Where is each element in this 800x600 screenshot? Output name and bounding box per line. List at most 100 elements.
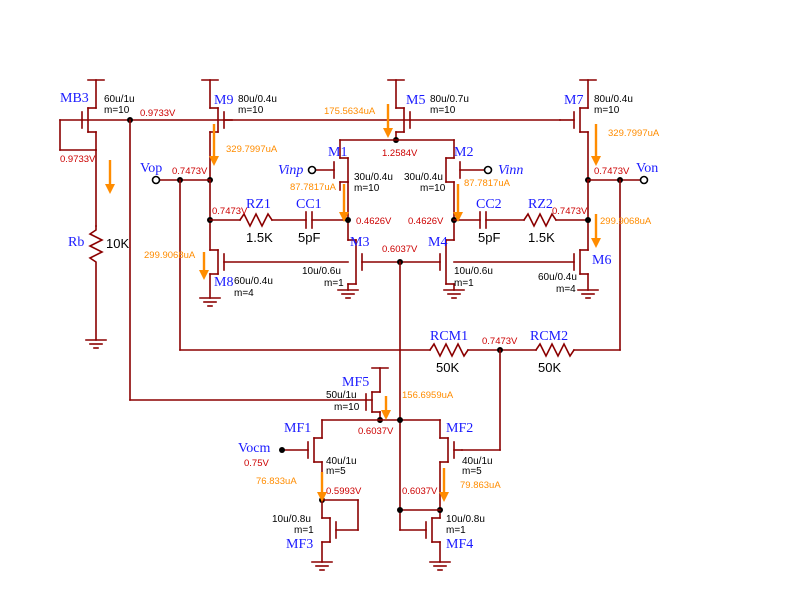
m-m8: m=4: [234, 288, 254, 299]
size-m6: 60u/0.4u: [538, 272, 577, 283]
m-m5: m=10: [430, 105, 456, 116]
label-mf1: MF1: [284, 421, 311, 436]
ground-symbol-mf4: [429, 561, 451, 571]
current-mf5: 156.6959uA: [402, 390, 454, 401]
m-m9: m=10: [238, 105, 264, 116]
vinn-terminal: [483, 165, 493, 175]
transistor-m2: [445, 139, 485, 241]
ground-symbol-rb: [85, 339, 107, 349]
m-m6: m=4: [556, 284, 576, 295]
label-rcm1: RCM1: [430, 329, 468, 344]
label-cc1: CC1: [296, 197, 322, 212]
value-cc1: 5pF: [298, 230, 320, 245]
transistor-m1: [315, 139, 349, 241]
resistor-rcm2: [534, 342, 576, 358]
size-mf4: 10u/0.8u: [446, 514, 485, 525]
ground-symbol-m6: [577, 289, 599, 299]
vdd-symbol-mb3: [87, 79, 105, 109]
transistor-mf4: [399, 509, 441, 563]
transistor-mb3: [59, 107, 131, 227]
current-arrow-m8: [199, 252, 209, 280]
voltage-mb3-gate: 0.9733V: [140, 108, 176, 119]
size-m5: 80u/0.7u: [430, 94, 469, 105]
label-m8: M8: [214, 275, 233, 290]
voltage-mf1-drain: 0.5993V: [326, 486, 362, 497]
label-mf5: MF5: [342, 375, 369, 390]
size-m4: 10u/0.6u: [454, 266, 493, 277]
label-rz2: RZ2: [528, 197, 553, 212]
label-cc2: CC2: [476, 197, 502, 212]
m-m4: m=1: [454, 278, 474, 289]
voltage-cm: 0.7473V: [482, 336, 518, 347]
von-terminal: [639, 175, 649, 185]
m-mf2: m=5: [462, 466, 482, 477]
label-rb: Rb: [68, 235, 84, 250]
label-m2: M2: [454, 145, 473, 160]
m-mf4: m=1: [446, 525, 466, 536]
size-m9: 80u/0.4u: [238, 94, 277, 105]
value-rcm2: 50K: [538, 360, 561, 375]
current-arrow-mb3: [105, 160, 115, 194]
label-rz1: RZ1: [246, 197, 271, 212]
vdd-symbol-m5: [387, 79, 405, 109]
size-m7: 80u/0.4u: [594, 94, 633, 105]
vdd-symbol-mf5: [371, 367, 389, 393]
label-mb3: MB3: [60, 91, 89, 106]
current-arrow-m6: [591, 214, 601, 248]
transistor-m4: [399, 239, 455, 291]
capacitor-cc1: [305, 211, 313, 229]
current-arrow-mf1: [317, 472, 327, 502]
label-vinp: Vinp: [278, 163, 303, 178]
ground-symbol-mf3: [311, 561, 333, 571]
m-mf5: m=10: [334, 402, 360, 413]
size-m1: 30u/0.4u: [354, 172, 393, 183]
current-arrow-m2: [453, 184, 463, 222]
current-m2: 87.7817uA: [464, 178, 511, 189]
resistor-rb: [88, 225, 104, 341]
label-mf3: MF3: [286, 537, 313, 552]
junction-dot: [397, 507, 403, 513]
size-mf3: 10u/0.8u: [272, 514, 311, 525]
label-m7: M7: [564, 93, 583, 108]
label-m6: M6: [592, 253, 611, 268]
transistor-mf2: [439, 419, 463, 511]
value-rb: 10K: [106, 236, 129, 251]
resistor-rcm1: [428, 342, 470, 358]
junction-dot: [345, 217, 351, 223]
size-m3: 10u/0.6u: [302, 266, 341, 277]
current-mf1: 76.833uA: [256, 476, 297, 487]
current-arrow-m1: [339, 184, 349, 222]
transistor-mf5: [365, 391, 381, 421]
capacitor-cc2: [479, 211, 487, 229]
current-mf2: 79.863uA: [460, 480, 501, 491]
m-m2: m=10: [420, 183, 446, 194]
current-arrow-mf5: [381, 396, 391, 420]
junction-dot: [397, 417, 403, 423]
voltage-out-left: 0.7473V: [172, 166, 208, 177]
label-m3: M3: [350, 235, 369, 250]
voltage-mb3-drain: 0.9733V: [60, 154, 96, 165]
current-m7: 329.7997uA: [608, 128, 660, 139]
resistor-rz1: [238, 212, 274, 228]
voltage-m2-drain: 0.4626V: [408, 216, 444, 227]
current-m1: 87.7817uA: [290, 182, 337, 193]
vop-terminal: [151, 175, 161, 185]
vinp-terminal: [307, 165, 317, 175]
transistor-m6: [453, 249, 589, 291]
voltage-m1-drain: 0.4626V: [356, 216, 392, 227]
transistor-m3: [347, 239, 401, 291]
current-arrow-m9: [209, 124, 219, 166]
label-mf4: MF4: [446, 537, 473, 552]
value-rcm1: 50K: [436, 360, 459, 375]
voltage-mf2-drain: 0.6037V: [402, 486, 438, 497]
label-m5: M5: [406, 93, 425, 108]
size-m2: 30u/0.4u: [404, 172, 443, 183]
label-mf2: MF2: [446, 421, 473, 436]
voltage-vocm: 0.75V: [244, 458, 269, 469]
voltage-mf5-drain: 0.6037V: [358, 426, 394, 437]
ground-symbol-m3: [337, 289, 359, 299]
value-cc2: 5pF: [478, 230, 500, 245]
label-rcm2: RCM2: [530, 329, 568, 344]
transistor-m8: [209, 249, 349, 299]
